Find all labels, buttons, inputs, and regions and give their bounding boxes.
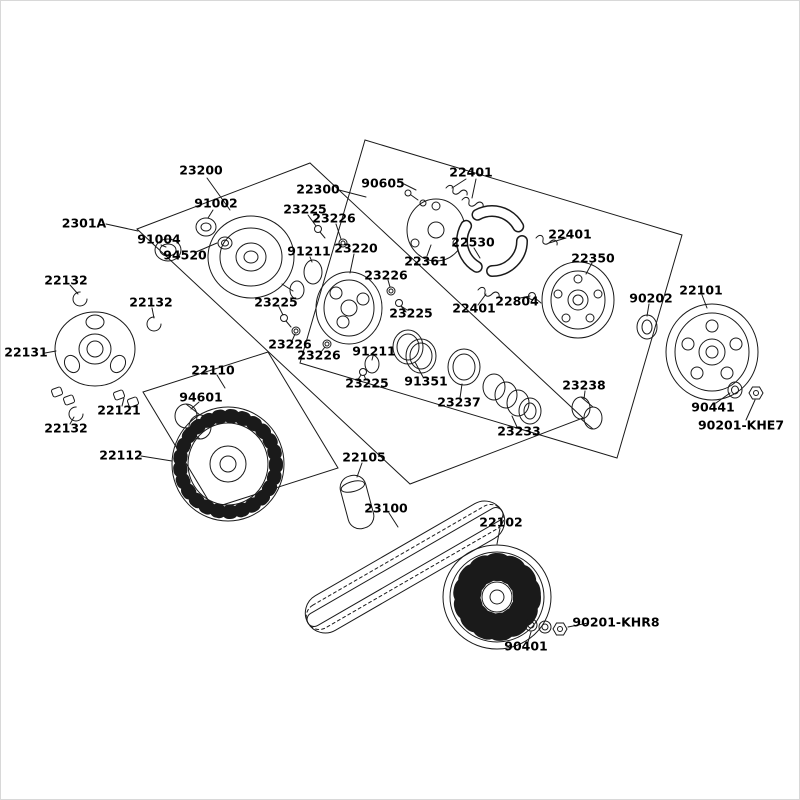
part-22131-ramp-plate (54, 311, 136, 387)
part-label-90605: 90605 (361, 176, 405, 191)
part-label-23238: 23238 (562, 378, 606, 393)
part-label-23225-d: 23225 (345, 376, 389, 391)
part-90202-washer (636, 314, 658, 340)
part-23237-ring (447, 348, 481, 386)
part-23226-washer (338, 238, 348, 248)
part-22132-clip (146, 316, 162, 332)
part-label-22132-a: 22132 (44, 273, 88, 288)
part-22361-drive-plate (406, 198, 466, 262)
part-23225-bolt (280, 314, 292, 328)
part-23220-cam-plate (315, 271, 383, 345)
part-label-22401-b: 22401 (548, 227, 592, 242)
part-label-23200: 23200 (179, 163, 223, 178)
part-label-23220: 23220 (334, 241, 378, 256)
part-23233-roller-set (482, 373, 542, 425)
part-90201-khe7-nut (748, 386, 764, 400)
part-label-23237: 23237 (437, 395, 481, 410)
part-label-94601: 94601 (179, 390, 223, 405)
part-23100-drive-belt (304, 500, 506, 634)
part-label-91211-a: 91211 (287, 244, 331, 259)
part-22401-spring (461, 196, 484, 208)
part-90441-washer (727, 381, 743, 399)
part-label-90201-KHR8: 90201-KHR8 (572, 615, 659, 630)
part-label-91211-b: 91211 (352, 344, 396, 359)
part-label-23225-a: 23225 (283, 202, 327, 217)
part-label-22804: 22804 (495, 294, 539, 309)
part-22105-spacer (339, 474, 375, 530)
part-91004-snap-ring (154, 238, 182, 262)
part-label-2301A: 2301A (62, 216, 107, 231)
part-91211-o-ring (303, 259, 323, 285)
part-label-22102: 22102 (479, 515, 523, 530)
box-movable-face-22110 (142, 351, 339, 509)
part-23226-washer (291, 326, 301, 336)
part-label-23226-a: 23226 (312, 211, 356, 226)
part-22401-spring (535, 234, 558, 246)
part-label-23233: 23233 (497, 424, 541, 439)
part-22101-clutch-outer (665, 303, 759, 401)
part-23200-drive-face (207, 215, 305, 300)
part-label-22401-a: 22401 (449, 165, 493, 180)
part-label-22110: 22110 (191, 363, 235, 378)
part-label-23226-c: 23226 (268, 337, 312, 352)
part-label-90401: 90401 (504, 639, 548, 654)
part-label-22530: 22530 (451, 235, 495, 250)
part-label-22132-c: 22132 (44, 421, 88, 436)
part-91002-bearing (195, 217, 217, 237)
part-22530-clutch-shoes (456, 205, 528, 277)
part-23226-washer (322, 339, 332, 349)
part-label-22105: 22105 (342, 450, 386, 465)
part-22350-clutch-carrier (541, 261, 615, 339)
part-label-22131: 22131 (4, 345, 48, 360)
part-22121-slide-piece (112, 389, 140, 408)
part-94520-collar (217, 236, 233, 250)
part-label-22361: 22361 (404, 254, 448, 269)
part-22401-spring (477, 286, 500, 298)
part-91211-o-ring (364, 354, 380, 374)
part-22132-clip (68, 406, 84, 422)
part-label-23100: 23100 (364, 501, 408, 516)
part-23225-bolt (356, 368, 367, 382)
part-22401-spring (445, 184, 468, 196)
part-23226-washer (386, 286, 396, 296)
part-label-22112: 22112 (99, 448, 143, 463)
part-22102-fan-pulley (442, 544, 552, 650)
part-22121-slide-piece (50, 386, 76, 406)
part-label-23226-d: 23226 (297, 348, 341, 363)
part-label-22401-c: 22401 (452, 301, 496, 316)
part-22112-movable-drive-face (171, 406, 285, 522)
part-label-22350: 22350 (571, 251, 615, 266)
box-drive-pulley-23200 (136, 162, 584, 485)
part-label-22300: 22300 (296, 182, 340, 197)
part-label-23226-b: 23226 (364, 268, 408, 283)
part-label-90441: 90441 (691, 400, 735, 415)
part-label-91004: 91004 (137, 232, 181, 247)
part-23238-bushing (571, 396, 603, 430)
part-90401-washer (524, 618, 538, 632)
part-23225-bolt (395, 299, 407, 313)
part-label-22101: 22101 (679, 283, 723, 298)
part-label-23225-b: 23225 (389, 306, 433, 321)
part-22132-clip (72, 291, 88, 307)
part-label-23225-c: 23225 (254, 295, 298, 310)
part-23225-bolt (314, 225, 326, 239)
part-91351-rings (392, 329, 437, 374)
part-90605-pins (404, 189, 427, 207)
part-label-22121: 22121 (97, 403, 141, 418)
part-label-90202: 90202 (629, 291, 673, 306)
part-label-90201-KHE7: 90201-KHE7 (698, 418, 784, 433)
part-label-22132-b: 22132 (129, 295, 173, 310)
part-label-94520: 94520 (163, 248, 207, 263)
part-90201-khr8-bolt (538, 620, 568, 636)
part-label-91002: 91002 (194, 196, 238, 211)
leader-lines (44, 177, 756, 643)
part-label-91351: 91351 (404, 374, 448, 389)
part-22804-clip (528, 292, 542, 304)
